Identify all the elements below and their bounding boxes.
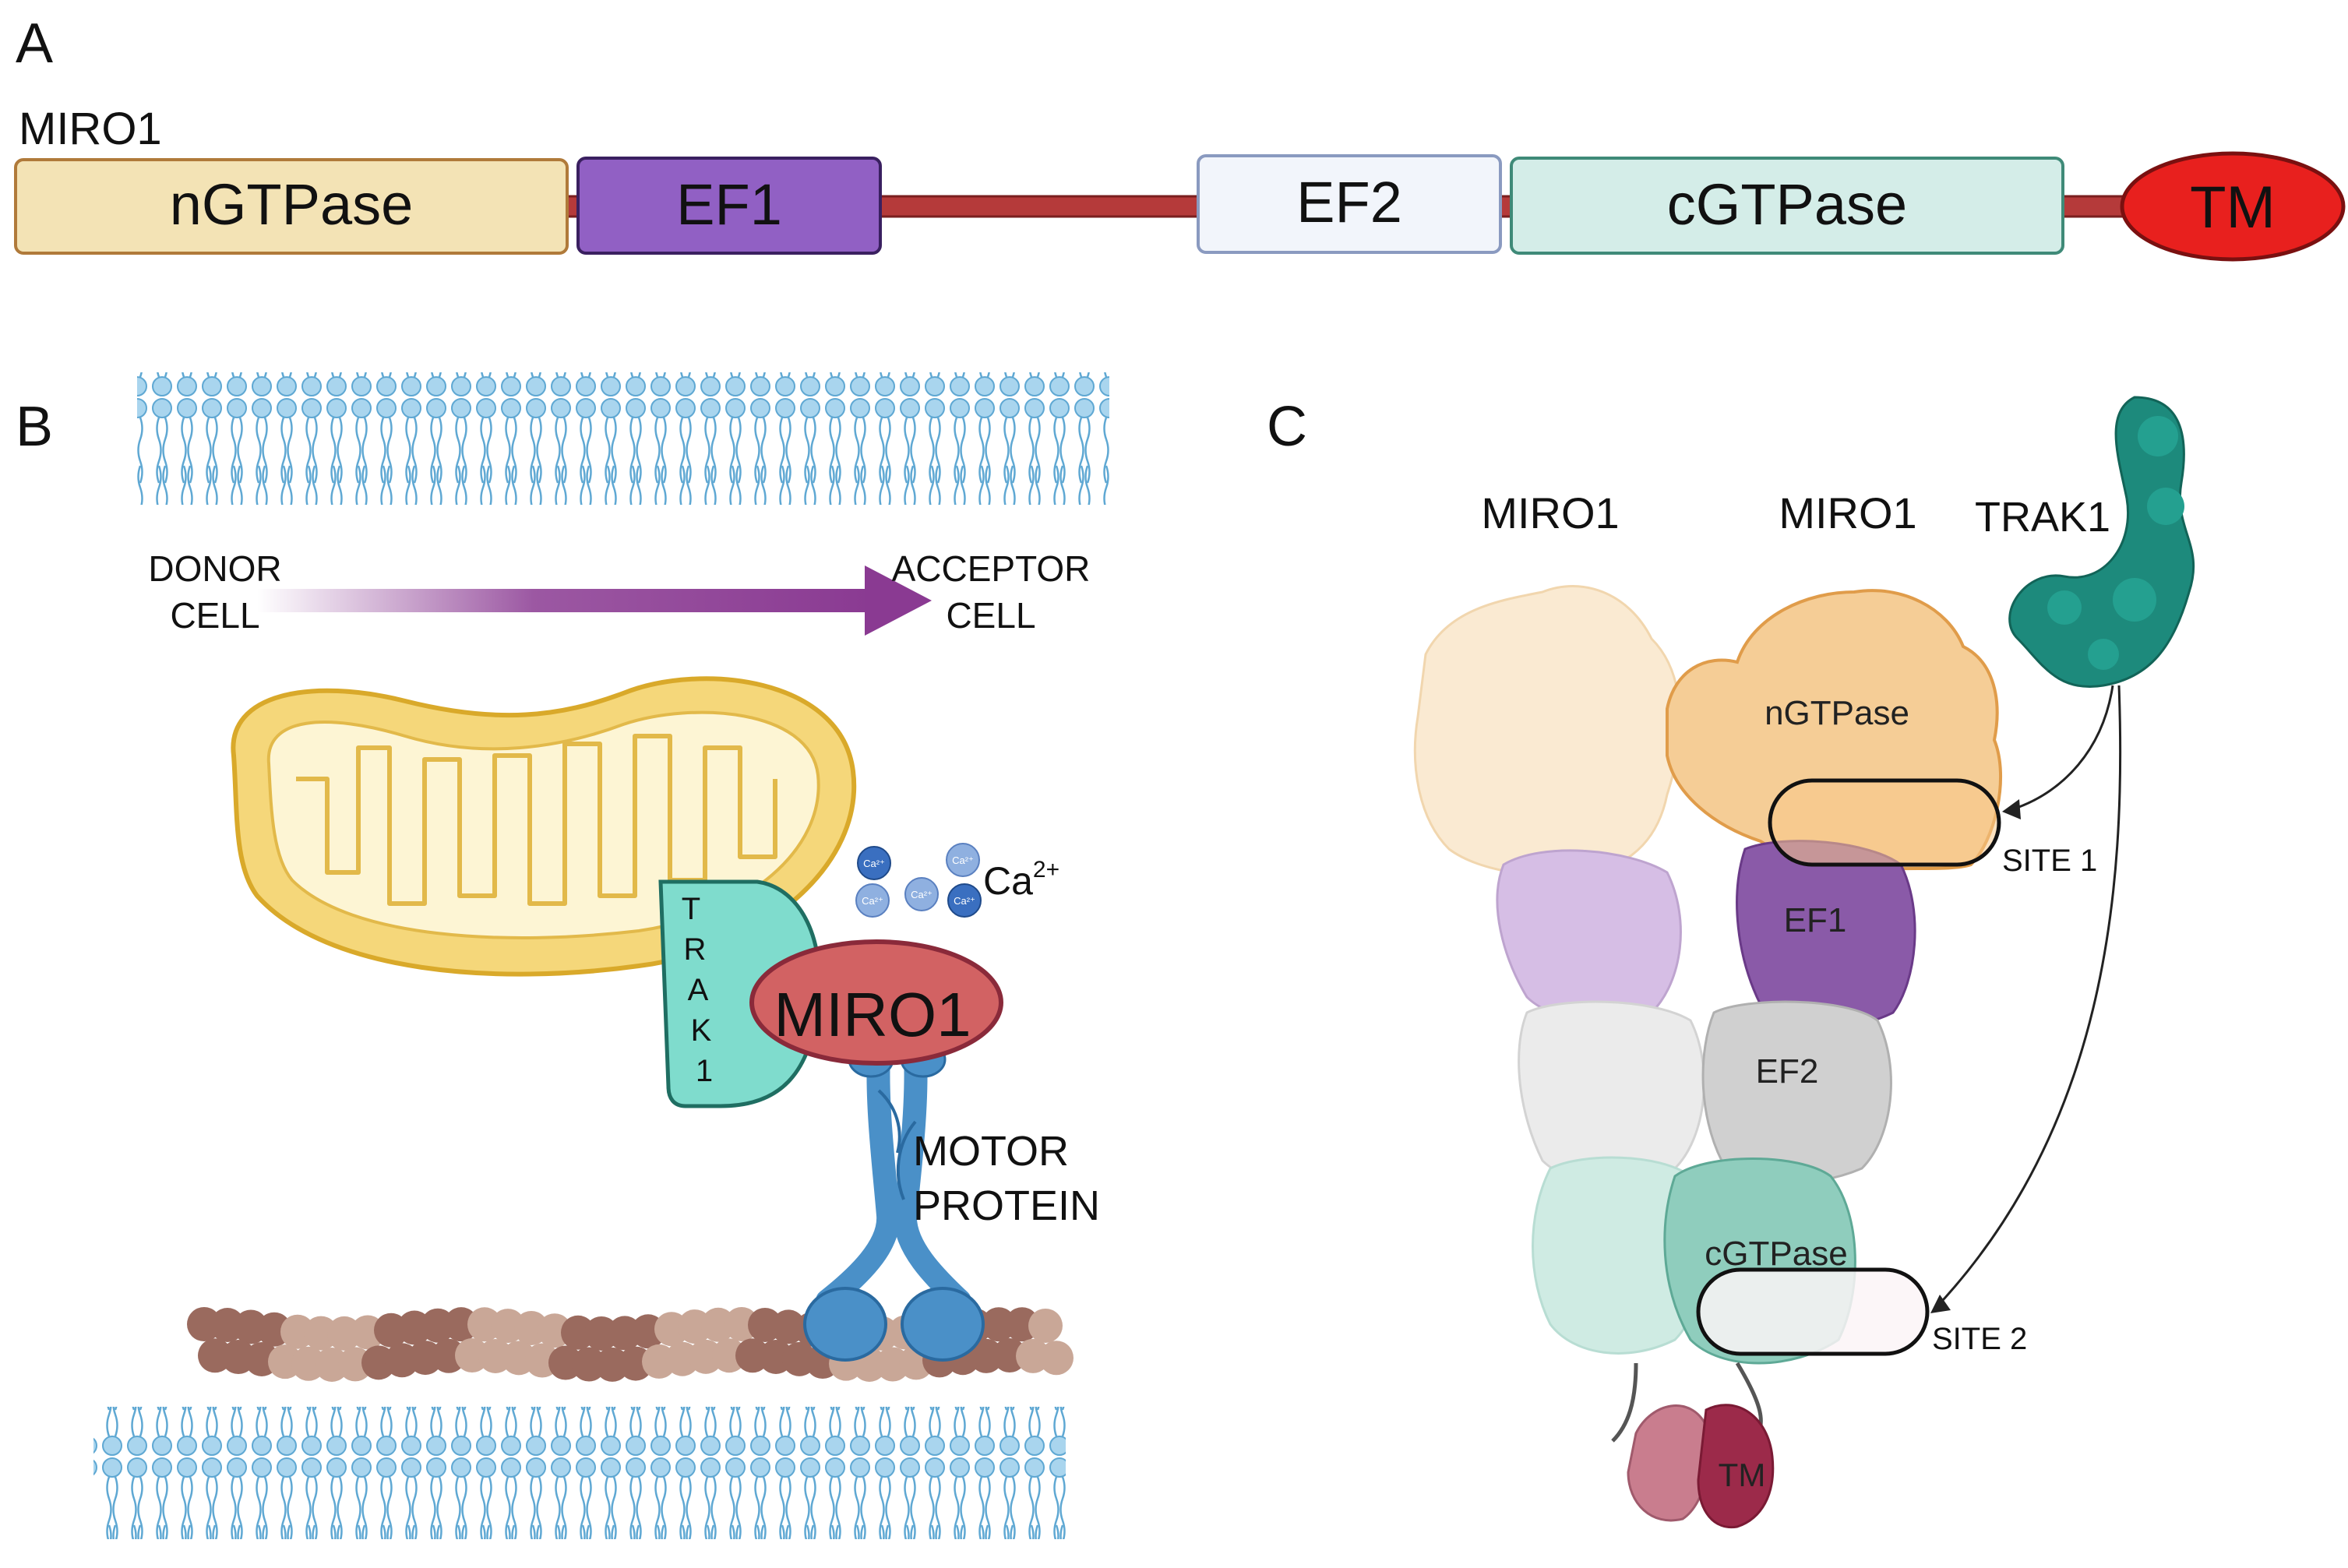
- site2-outline: [1696, 1267, 1930, 1356]
- trak-letter-1: 1: [696, 1054, 713, 1088]
- calcium-ion: Ca²⁺: [946, 843, 980, 877]
- ngtpase-label: nGTPase: [1765, 694, 1909, 732]
- domain-ngtpase-label: nGTPase: [170, 172, 414, 237]
- acceptor-label-line2: CELL: [946, 595, 1035, 636]
- domain-ef1-label: EF1: [676, 172, 782, 237]
- svg-text:Ca²⁺: Ca²⁺: [911, 889, 933, 900]
- site1-label: SITE 1: [2002, 844, 2097, 878]
- calcium-ion: Ca²⁺: [947, 883, 982, 918]
- donor-label-line1: DONOR: [148, 548, 281, 589]
- domain-ef1-box: [576, 157, 882, 255]
- tm-structure: [1611, 1362, 1775, 1529]
- calcium-ion: Ca²⁺: [857, 846, 891, 880]
- motor-label-line2: PROTEIN: [913, 1182, 1100, 1229]
- miro1-ellipse: [749, 939, 1003, 1066]
- panel-c: C MIRO1 MIRO1 TRAK1: [1267, 396, 2195, 1529]
- miro1-label: MIRO1: [774, 980, 971, 1049]
- trak-letter-k: K: [691, 1013, 712, 1048]
- panel-b: B DONOR CELL ACCEPTOR CELL T R A K 1: [16, 372, 1109, 1539]
- domain-ngtpase-box: [14, 158, 569, 255]
- calcium-label: Ca2+: [983, 857, 1059, 903]
- svg-text:Ca²⁺: Ca²⁺: [952, 854, 974, 866]
- miro1-left-monomer: [1413, 585, 1705, 1355]
- ef1-label: EF1: [1784, 901, 1847, 939]
- tubulin-bead: [1028, 1308, 1063, 1343]
- tubulin-bead: [1039, 1341, 1074, 1376]
- domain-tm-ellipse: [2120, 151, 2346, 262]
- trak-site-arrows: [1930, 685, 2122, 1313]
- trak1-structure: [2008, 396, 2195, 688]
- cgtpase-label: cGTPase: [1705, 1235, 1847, 1273]
- panel-a: A MIRO1 nGTPase EF1 EF2 cGTPase TM: [14, 12, 2346, 262]
- membrane-bottom: [93, 1407, 1066, 1539]
- calcium-ion: Ca²⁺: [904, 877, 939, 911]
- membrane-top: [137, 372, 1109, 505]
- acceptor-label-line1: ACCEPTOR: [892, 548, 1091, 589]
- panel-b-letter: B: [16, 396, 53, 458]
- ef2-label: EF2: [1756, 1052, 1819, 1091]
- domain-cgtpase-box: [1510, 157, 2064, 255]
- site1-outline: [1768, 778, 2001, 867]
- trak-letter-t: T: [682, 892, 700, 926]
- trak-letter-r: R: [684, 932, 707, 967]
- trak1-label: TRAK1: [1975, 494, 2110, 541]
- panel-a-protein-label: MIRO1: [19, 104, 162, 154]
- motor-label-line1: MOTOR: [913, 1128, 1069, 1175]
- svg-text:Ca²⁺: Ca²⁺: [954, 895, 975, 907]
- domain-tm-label: TM: [2190, 174, 2276, 241]
- svg-text:Ca²⁺: Ca²⁺: [862, 895, 883, 907]
- domain-cgtpase-label: cGTPase: [1667, 172, 1907, 237]
- domain-ef2-box: [1197, 154, 1502, 254]
- domain-ef2-label: EF2: [1296, 170, 1402, 234]
- donor-label-line2: CELL: [170, 595, 259, 636]
- svg-text:Ca²⁺: Ca²⁺: [863, 858, 885, 869]
- miro1-right-label: MIRO1: [1779, 488, 1916, 537]
- panel-c-letter: C: [1267, 396, 1307, 458]
- trak1-adaptor: [658, 879, 822, 1108]
- calcium-ions: Ca²⁺ Ca²⁺ Ca²⁺ Ca²⁺ Ca²⁺: [855, 843, 982, 918]
- transfer-arrow: [257, 566, 932, 636]
- miro1-left-label: MIRO1: [1481, 488, 1619, 537]
- calcium-ion: Ca²⁺: [855, 883, 890, 918]
- tm-label: TM: [1719, 1457, 1766, 1493]
- panel-a-letter: A: [16, 12, 53, 75]
- site2-label: SITE 2: [1932, 1322, 2027, 1356]
- trak-letter-a: A: [688, 973, 709, 1007]
